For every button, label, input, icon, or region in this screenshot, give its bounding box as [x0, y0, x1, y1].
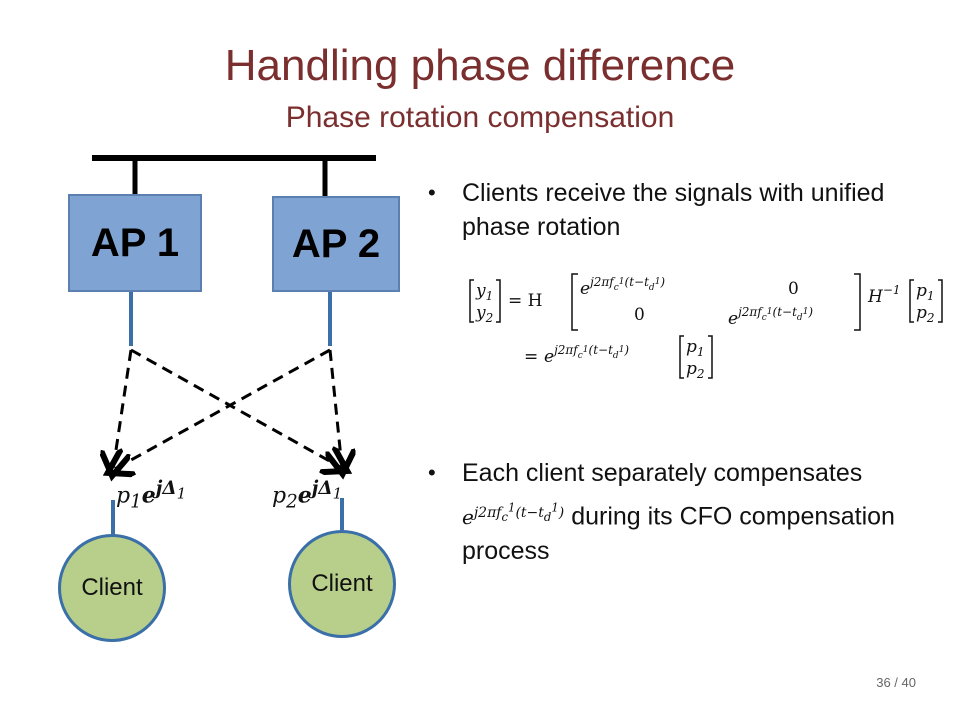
bullet-text-2b: during its CFO compensation process [462, 502, 895, 566]
svg-text:ej2πfc1(t−td1): ej2πfc1(t−td1) [544, 343, 629, 367]
bullet-text-2a: Each client separately compensates [462, 459, 863, 487]
ap1-box: AP 1 [68, 194, 202, 292]
svg-text:ej2πfc1(t−td1): ej2πfc1(t−td1) [728, 305, 813, 329]
slide-title: Handling phase difference [224, 41, 736, 90]
svg-text:0: 0 [788, 279, 799, 299]
bullet-text-1: Clients receive the signals with unified… [462, 179, 885, 241]
bullet-math-phase: ej2πfc1(t−td1) [462, 500, 565, 530]
svg-text:p1: p1 [916, 281, 935, 303]
link-ap2-client1 [113, 348, 331, 470]
svg-text:= H: = H [508, 291, 542, 311]
link-ap2-client2 [330, 349, 342, 468]
client2-node: Client [288, 530, 396, 638]
slide-subtitle: Phase rotation compensation [285, 101, 675, 134]
ap2-label: AP 2 [291, 221, 381, 266]
link-ap1-client1 [113, 349, 133, 470]
client1-label: Client [81, 574, 143, 601]
bullet-item-1: • Clients receive the signals with unifi… [428, 176, 948, 244]
svg-text:p2: p2 [686, 359, 705, 381]
ap1-label: AP 1 [90, 220, 180, 265]
bullet-item-2: • Each client separately compensates ej2… [428, 456, 948, 568]
equation-graphic: y1 y2 = H ej2πfc1(t−td1) 0 0 ej2πfc1(t−t… [469, 273, 943, 381]
svg-text:0: 0 [634, 305, 645, 325]
svg-text:p1: p1 [686, 337, 705, 359]
bullet-dot-icon: • [428, 460, 436, 485]
client1-node: Client [58, 534, 166, 642]
client2-label: Client [311, 570, 373, 597]
svg-text:H−1: H−1 [867, 283, 901, 307]
weight-client2: p2ejΔ1 [272, 478, 343, 513]
ap2-box: AP 2 [272, 196, 400, 292]
page-number: 36 / 40 [876, 675, 916, 690]
link-ap1-client2 [130, 348, 342, 468]
bullet-dot-icon: • [428, 180, 436, 205]
svg-text:p2: p2 [916, 303, 935, 325]
svg-text:y2: y2 [475, 303, 493, 325]
svg-text:y1: y1 [475, 281, 493, 303]
svg-text:=: = [524, 347, 538, 367]
svg-text:ej2πfc1(t−td1): ej2πfc1(t−td1) [580, 275, 665, 299]
weight-client1: p1ejΔ1 [116, 478, 187, 513]
bullet-list: • Clients receive the signals with unifi… [428, 176, 948, 568]
equation-block: y1 y2 = H ej2πfc1(t−td1) 0 0 ej2πfc1(t−t… [466, 272, 956, 397]
